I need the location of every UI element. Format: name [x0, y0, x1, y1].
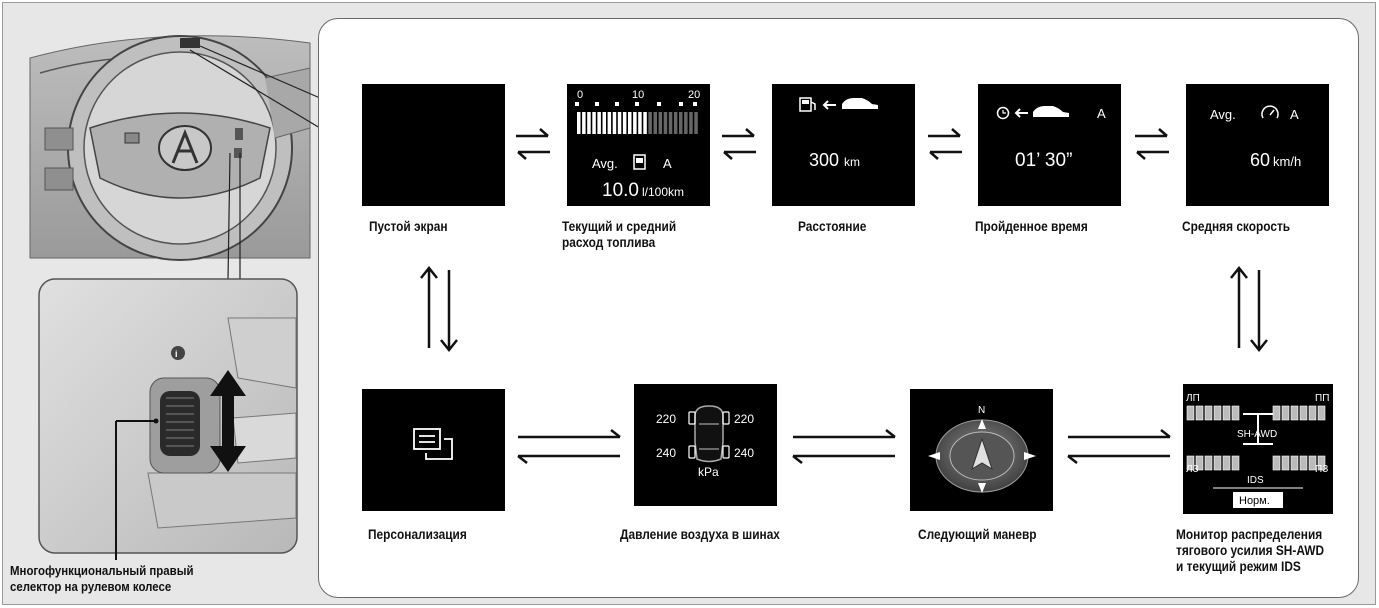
heading-arrow-icon: [971, 437, 993, 471]
elapsed-value: 01’ 30”: [1015, 150, 1072, 171]
screen-range: 300 km: [772, 84, 915, 206]
screen-speed: Avg. A 60 km/h: [1186, 84, 1329, 206]
ids-mode: Норм.: [1239, 495, 1270, 507]
speedometer-icon: [1261, 105, 1279, 119]
selector-closeup-inset: i: [38, 278, 298, 560]
screen-blank: [362, 84, 505, 206]
tire-fr-icon: [722, 411, 730, 425]
caption-nav: Следующий маневр: [918, 527, 1037, 542]
arrow-pair-left-vertical: [420, 265, 458, 353]
fuel-value: 10.0: [602, 180, 639, 201]
caption-blank: Пустой экран: [369, 219, 448, 234]
awd-fl-label: ЛП: [1186, 393, 1200, 404]
steering-wheel-illustration: [29, 35, 321, 281]
car-top-icon: [694, 405, 724, 463]
screen-customize: [362, 389, 505, 511]
fuel-pump-icon: [799, 97, 816, 112]
ids-label: IDS: [1247, 475, 1264, 486]
arrow-pair-6: [792, 429, 896, 464]
speed-value: 60: [1250, 150, 1270, 170]
tire-rr-icon: [722, 445, 730, 459]
screen-fuel: 0 10 20 Avg. A 10.0 l/100km: [567, 84, 710, 206]
fuel-mode: A: [663, 156, 672, 171]
tpms-rear-left: 240: [656, 446, 676, 460]
awd-rl-label: ЛЗ: [1186, 464, 1199, 475]
elapsed-mode: A: [1097, 106, 1106, 121]
svg-text:i: i: [175, 349, 178, 359]
awd-rr-label: ПЗ: [1315, 464, 1328, 475]
tpms-unit: kPa: [698, 465, 719, 479]
fuel-avg-label: Avg.: [592, 156, 618, 171]
car-icon: [842, 98, 878, 109]
arrow-left-icon: [1014, 108, 1028, 118]
caption-customize: Персонализация: [368, 527, 467, 542]
fuel-scale-20: 20: [688, 89, 700, 101]
compass-north: N: [978, 405, 985, 416]
arrow-pair-2: [722, 128, 756, 160]
fuel-unit: l/100km: [642, 185, 684, 199]
arrow-pair-1: [516, 128, 550, 160]
tpms-front-right: 220: [734, 412, 754, 426]
arrow-left-icon: [822, 100, 836, 110]
clock-icon: [996, 106, 1010, 120]
range-value: 300: [809, 150, 839, 170]
awd-system-label: SH-AWD: [1237, 429, 1277, 440]
screen-awd: ЛП ПП SH-AWD ЛЗ ПЗ IDS Норм.: [1183, 384, 1333, 514]
caption-range: Расстояние: [798, 219, 867, 234]
compass-icon: N: [928, 405, 1036, 493]
range-unit: km: [844, 155, 860, 169]
tpms-front-left: 220: [656, 412, 676, 426]
caption-speed: Средняя скорость: [1182, 219, 1291, 234]
fuel-pump-icon: [633, 154, 646, 170]
fuel-scale-0: 0: [577, 89, 583, 101]
awd-fr-label: ПП: [1315, 393, 1329, 404]
car-icon: [1033, 106, 1069, 117]
tire-fl-icon: [688, 411, 696, 425]
screen-elapsed: A 01’ 30”: [978, 84, 1121, 206]
speed-unit: km/h: [1273, 154, 1301, 169]
screen-tpms: 220 220 240 240 kPa: [634, 384, 777, 506]
arrow-pair-3: [928, 128, 962, 160]
settings-icon: [413, 428, 453, 460]
arrow-pair-right-vertical: [1230, 265, 1268, 353]
caption-elapsed: Пройденное время: [975, 219, 1088, 234]
caption-fuel: Текущий и средний расход топлива: [562, 219, 677, 250]
arrow-pair-4: [1135, 128, 1169, 160]
arrow-pair-7: [1067, 429, 1171, 464]
speed-mode: A: [1290, 107, 1299, 122]
speed-avg-label: Avg.: [1210, 107, 1236, 122]
selector-caption: Многофункциональный правый селектор на р…: [10, 563, 194, 594]
caption-tpms: Давление воздуха в шинах: [620, 527, 780, 542]
caption-awd: Монитор распределения тягового усилия SH…: [1176, 527, 1325, 574]
tire-rl-icon: [688, 445, 696, 459]
fuel-scale-10: 10: [632, 89, 644, 101]
screen-nav: N: [910, 389, 1053, 511]
arrow-pair-5: [517, 429, 621, 464]
tpms-rear-right: 240: [734, 446, 754, 460]
